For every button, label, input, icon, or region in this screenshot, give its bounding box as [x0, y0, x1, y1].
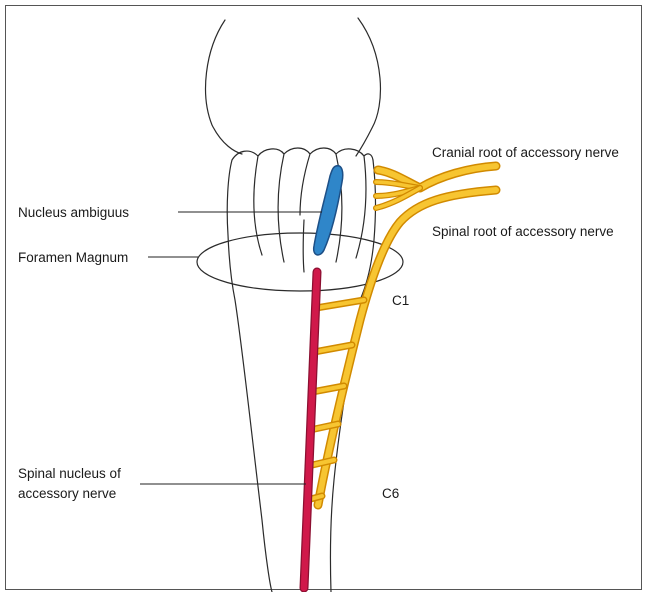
- spinal-nucleus-label-line1: Spinal nucleus of: [18, 466, 121, 481]
- spinal-root-label: Spinal root of accessory nerve: [432, 224, 614, 239]
- medulla-ridge-5: [356, 156, 366, 258]
- medulla-ridge-1: [254, 156, 262, 255]
- nucleus-ambiguus-shape: [314, 166, 343, 255]
- median-fissure: [303, 220, 304, 272]
- medulla-ridge-2: [278, 154, 284, 262]
- pons-outline: [206, 18, 381, 156]
- foramen-magnum-label: Foramen Magnum: [18, 250, 128, 265]
- c6-label: C6: [382, 486, 399, 501]
- medulla-outline: [227, 160, 272, 592]
- spinal-nucleus-label-line2: accessory nerve: [18, 486, 116, 501]
- medulla-ridge-3: [300, 154, 310, 215]
- nucleus-ambiguus-label: Nucleus ambiguus: [18, 205, 129, 220]
- medulla-top-scallops: [232, 148, 373, 160]
- cranial-root-label: Cranial root of accessory nerve: [432, 145, 619, 160]
- figure-frame: [6, 6, 642, 590]
- c1-label: C1: [392, 293, 409, 308]
